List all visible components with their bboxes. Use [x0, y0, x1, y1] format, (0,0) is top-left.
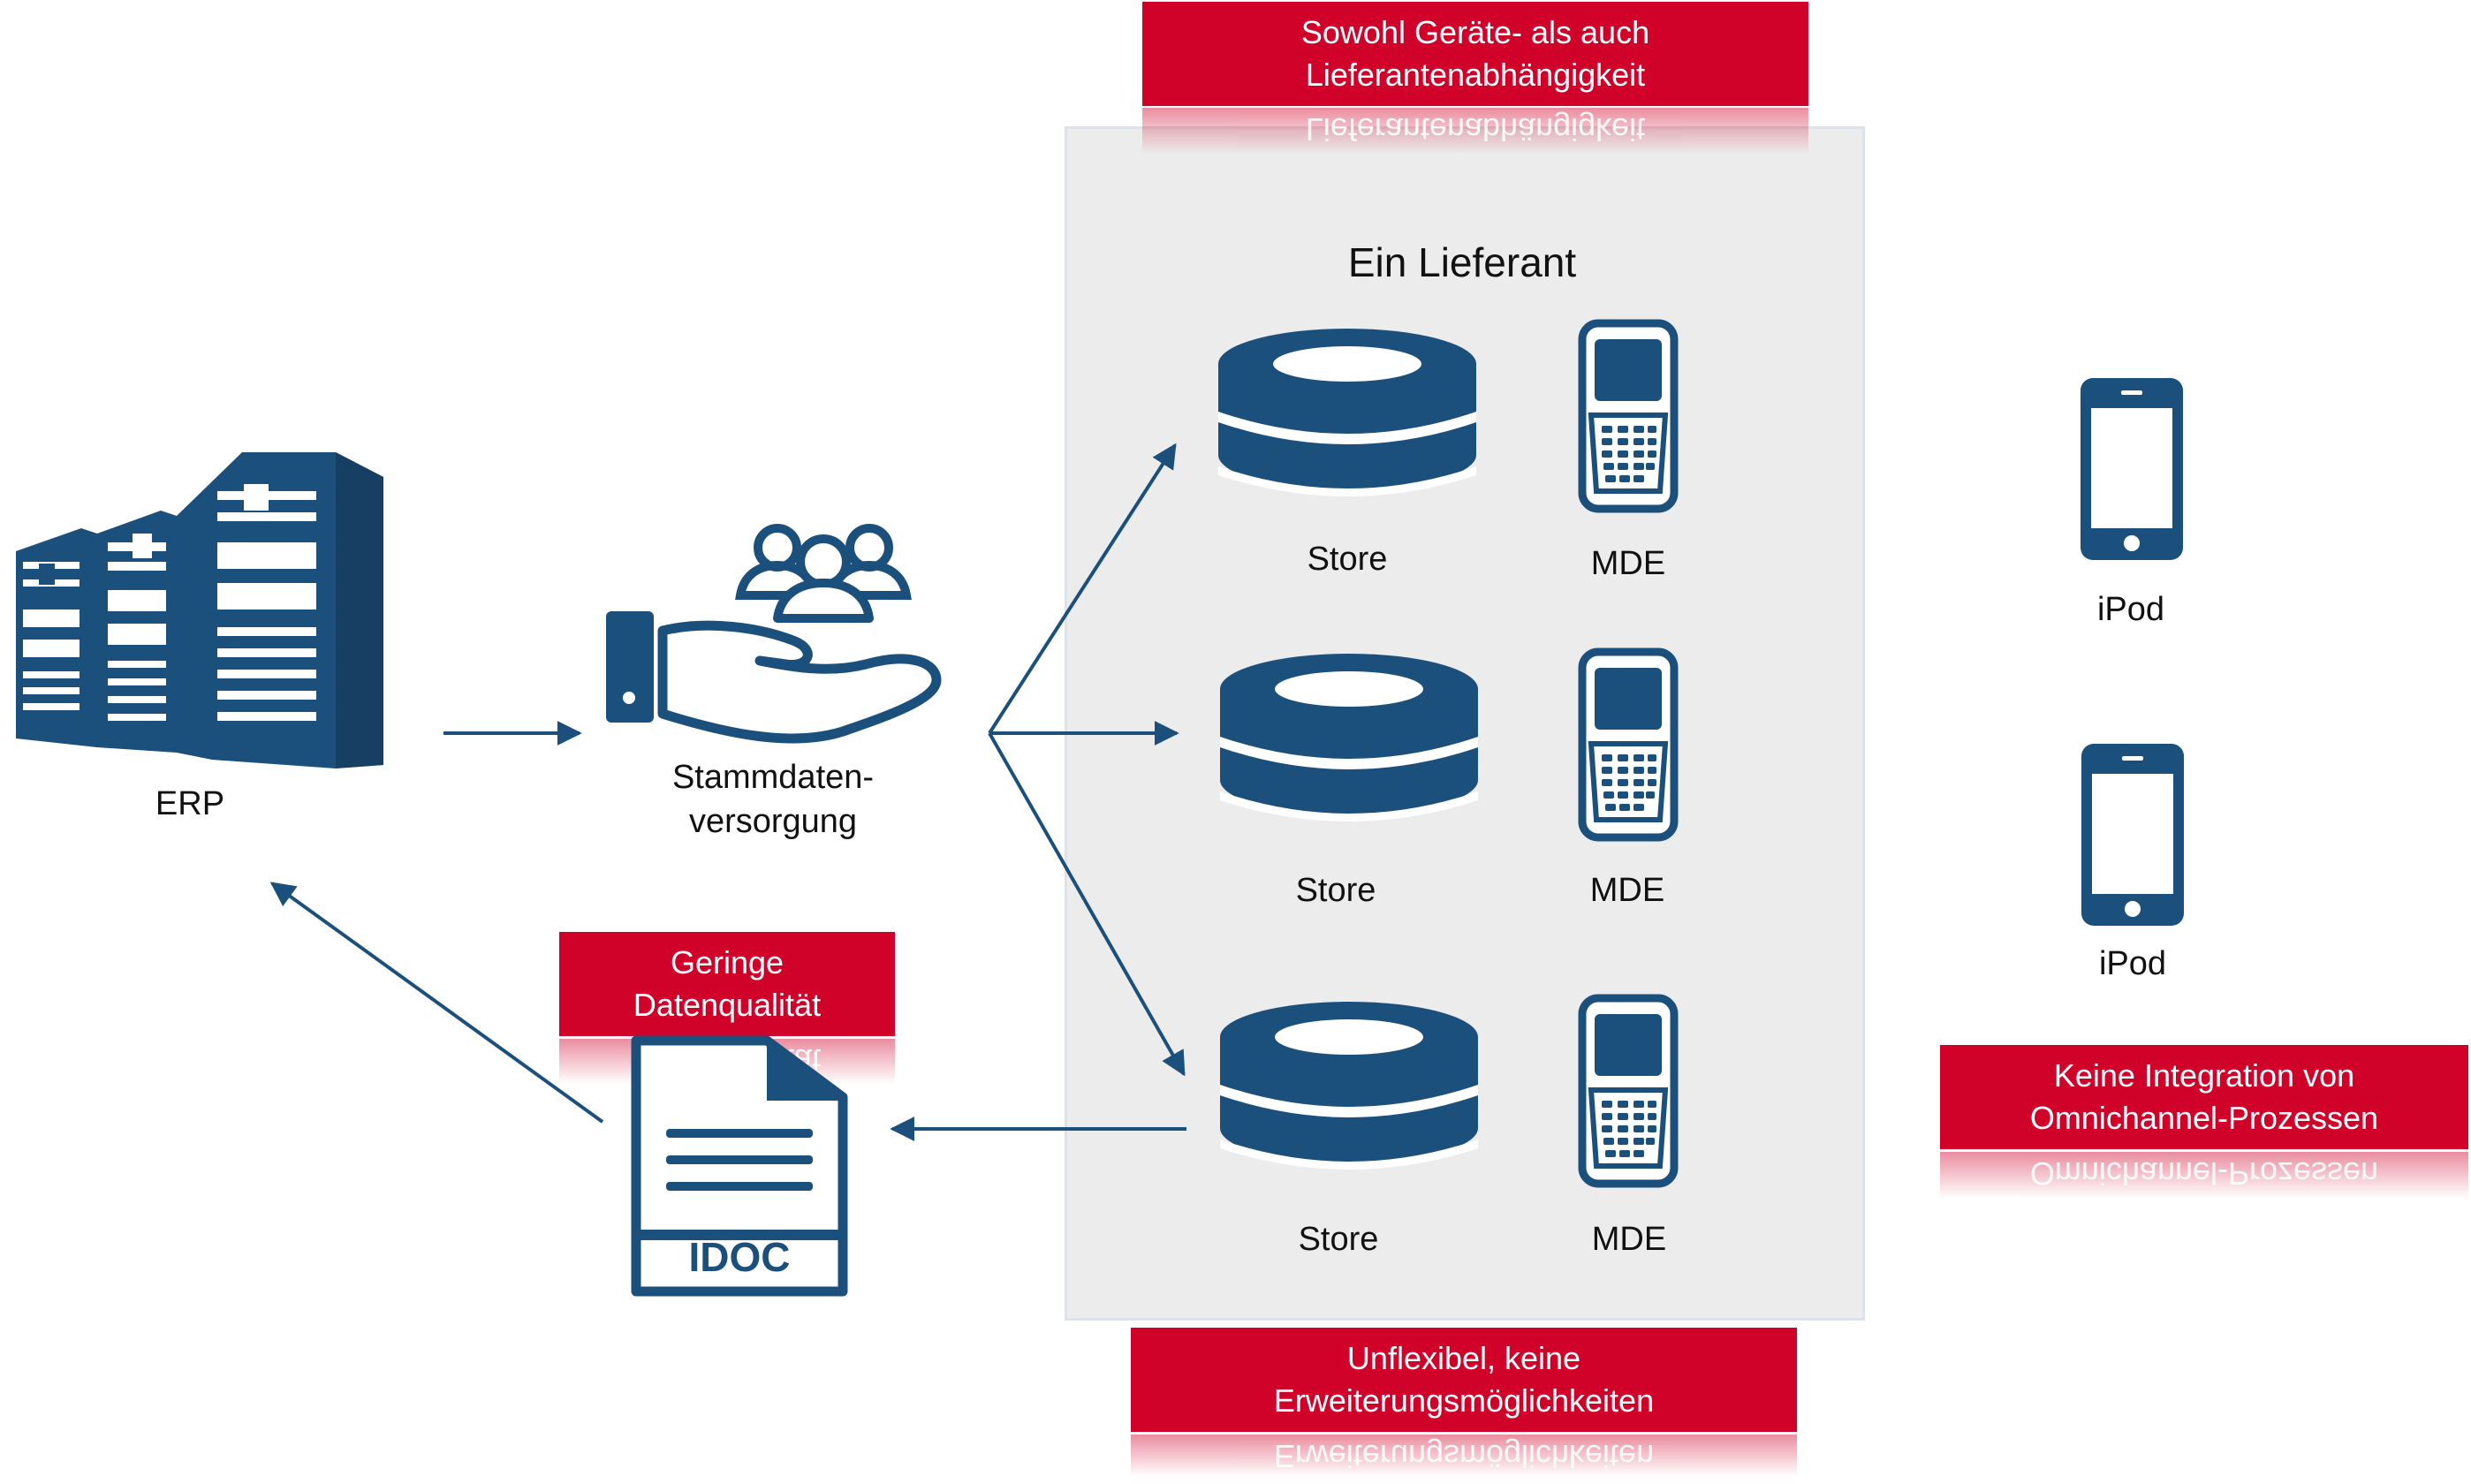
store-database-icon-2 — [1220, 654, 1478, 822]
banner-omnichannel-line2: Omnichannel-Prozessen — [2029, 1100, 2379, 1136]
ipod-icon-2 — [2081, 744, 2184, 926]
panel-title: Ein Lieferant — [1347, 239, 1577, 285]
store-label-1: Store — [1307, 541, 1388, 578]
stammdaten-line2: versorgung — [688, 803, 858, 840]
ipod-label-2: iPod — [2098, 945, 2167, 982]
arrow-to-store-3 — [988, 732, 1186, 1077]
idoc-label: IDOC — [688, 1234, 791, 1280]
banner-bottom-line2: Erweiterungsmöglichkeiten — [1273, 1382, 1655, 1419]
banner-quality-line1: Geringe — [670, 944, 785, 980]
ipod-label-1: iPod — [2096, 591, 2165, 628]
banner-bottom: Unflexibel, keine Erweiterungsmöglichkei… — [1131, 1328, 1797, 1432]
banner-omnichannel-line1: Keine Integration von — [2053, 1057, 2355, 1094]
idoc-document-icon — [631, 1035, 848, 1297]
erp-server-icon — [16, 452, 383, 768]
mde-label-1: MDE — [1590, 545, 1666, 582]
banner-quality-line2: Datenqualität — [633, 987, 822, 1023]
banner-bottom-line1: Unflexibel, keine — [1346, 1340, 1581, 1376]
store-database-icon-3 — [1220, 1002, 1478, 1170]
banner-top-line2: Lieferantenabhängigkeit — [1305, 57, 1646, 93]
arrow-to-store-1 — [988, 443, 1177, 735]
mde-handheld-icon-2 — [1582, 652, 1674, 837]
stammdaten-line1: Stammdaten- — [671, 759, 875, 796]
banner-quality: Geringe Datenqualität — [559, 932, 895, 1036]
stammdaten-label: Stammdaten- versorgung — [618, 755, 928, 844]
store-label-2: Store — [1295, 872, 1376, 909]
store-database-icon-1 — [1218, 329, 1476, 496]
erp-label: ERP — [155, 785, 225, 822]
banner-omnichannel: Keine Integration von Omnichannel-Prozes… — [1940, 1045, 2468, 1149]
mde-handheld-icon-1 — [1582, 323, 1674, 509]
mde-handheld-icon-3 — [1582, 998, 1674, 1184]
hand-people-icon — [606, 524, 942, 744]
ipod-icon-1 — [2081, 378, 2183, 560]
mde-label-2: MDE — [1589, 872, 1665, 909]
banner-top-line1: Sowohl Geräte- als auch — [1300, 14, 1650, 50]
arrow-idoc-to-erp — [269, 882, 604, 1124]
banner-top: Sowohl Geräte- als auch Lieferantenabhän… — [1142, 2, 1808, 106]
store-label-3: Store — [1298, 1221, 1379, 1258]
mde-label-3: MDE — [1591, 1221, 1667, 1258]
